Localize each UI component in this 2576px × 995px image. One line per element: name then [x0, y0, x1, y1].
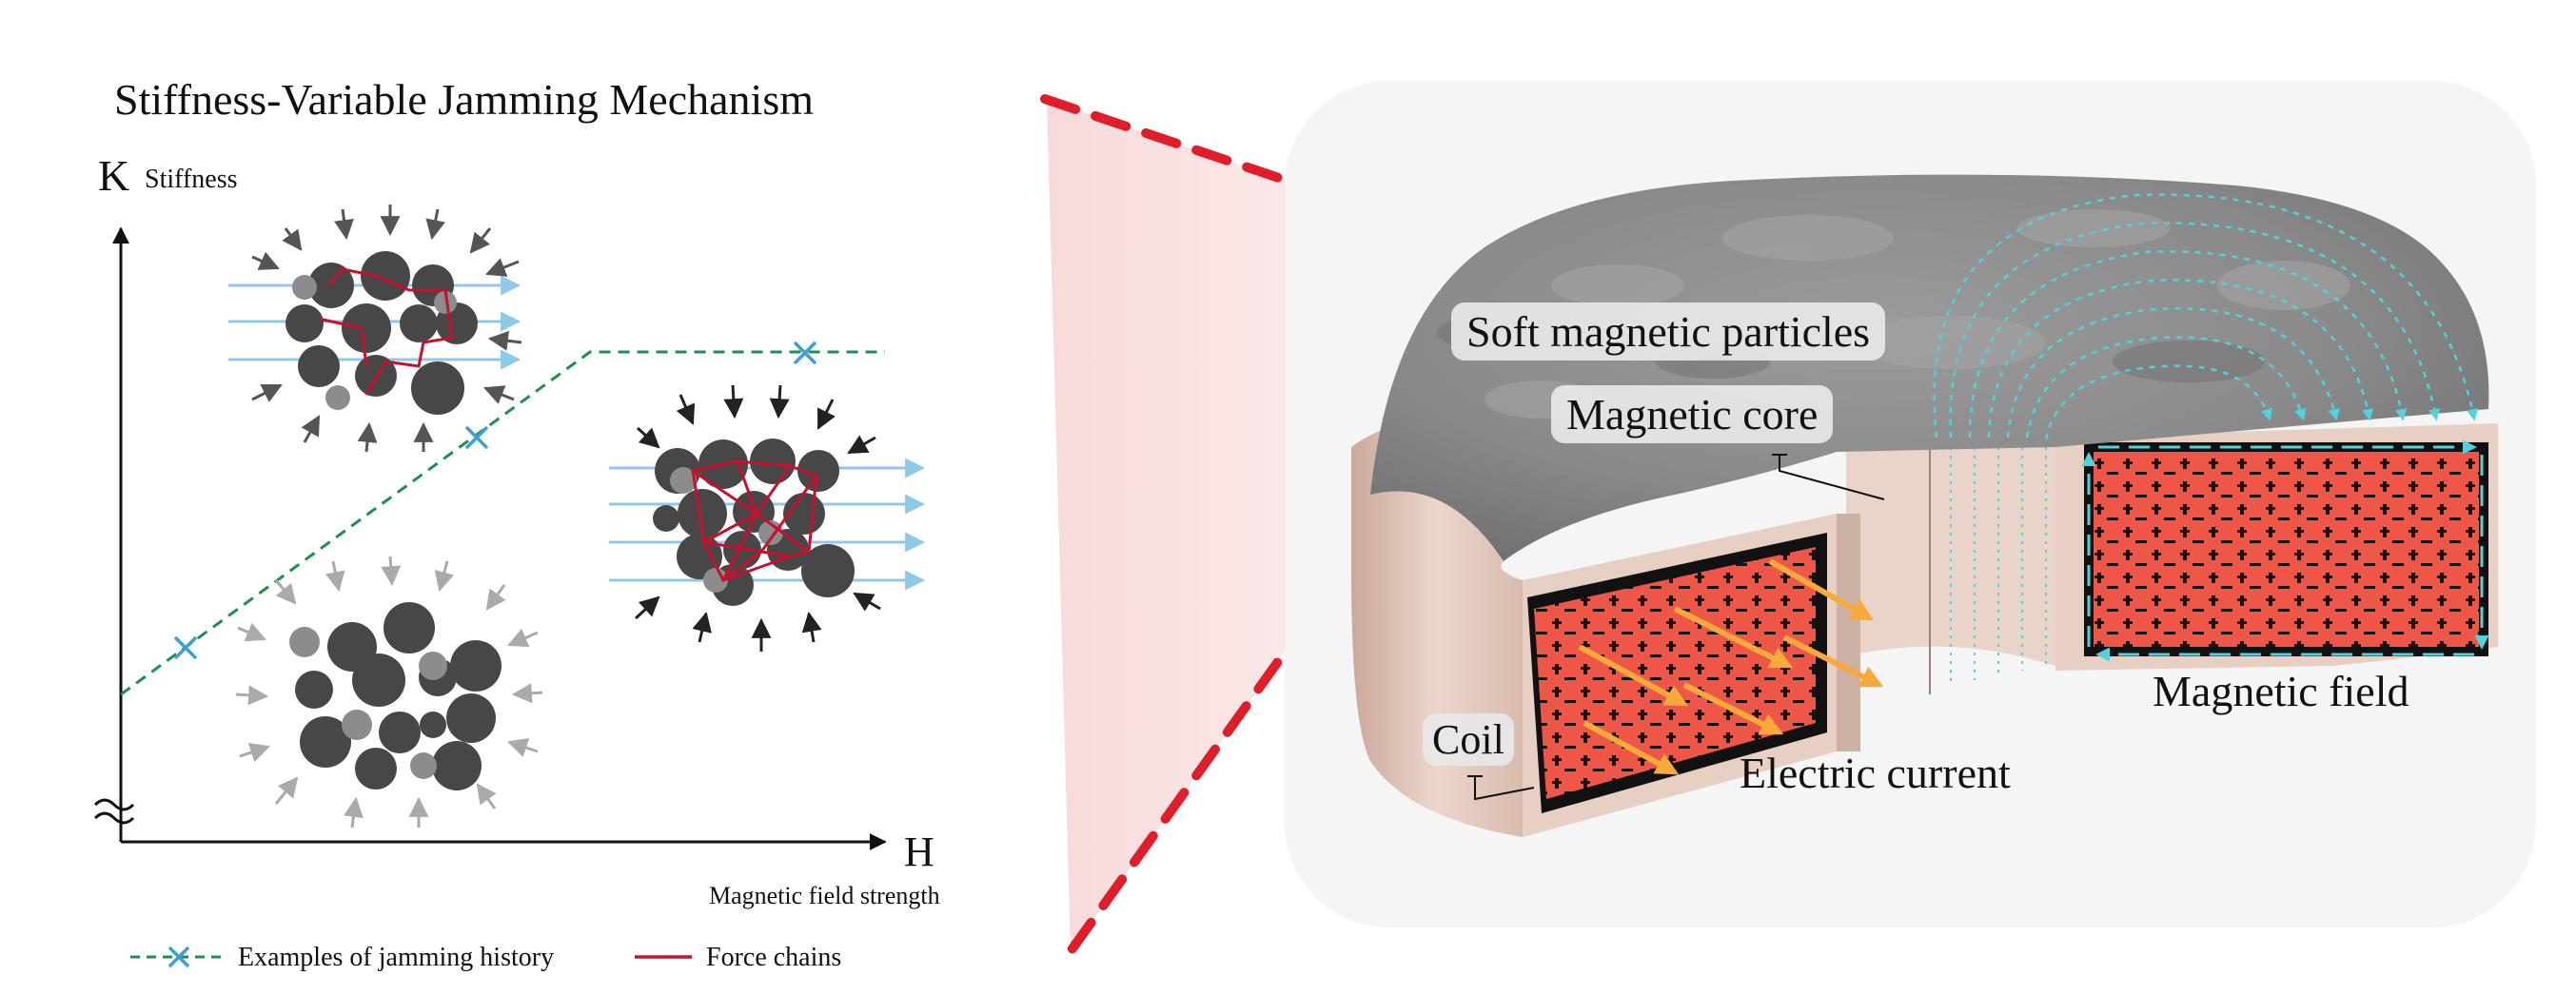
current-arrows [1578, 558, 1884, 775]
legend-force-chain-label: Force chains [706, 943, 841, 972]
cluster-jammed-force-chains [691, 459, 818, 582]
label-magnetic-field: Magnetic field [2153, 667, 2409, 715]
cluster-partial-dark-particles [285, 251, 478, 415]
label-coil: Coil [1423, 713, 1514, 766]
label-magnetic-core: Magnetic core [1551, 385, 1834, 443]
cluster-partial-light-particles [292, 275, 457, 410]
particle-cluster-partial [228, 205, 522, 453]
history-marker-3 [793, 341, 817, 365]
axis-break-icon [93, 798, 135, 825]
magnetic-field-lines [1933, 193, 2479, 440]
y-axis-label: Stiffness [145, 165, 238, 194]
legend-history-marker-icon [167, 946, 190, 968]
label-soft-magnetic-particles: Soft magnetic particles [1451, 302, 1886, 361]
core-leader-line [1779, 455, 1885, 500]
diagram-title: Stiffness-Variable Jamming Mechanism [114, 75, 814, 124]
axes [93, 226, 887, 850]
particle-cluster-loose [235, 556, 543, 829]
cluster-jammed-pressure-arrows [634, 384, 881, 652]
cluster-loose-dark-particles [295, 602, 501, 790]
cluster-partial-force-chains [326, 267, 454, 396]
cluster-partial-pressure-arrows [251, 205, 522, 453]
legend: Examples of jamming history Force chains [130, 943, 841, 972]
coil-leader-line [1474, 776, 1535, 801]
history-markers [173, 341, 817, 660]
label-electric-current: Electric current [1740, 749, 2011, 797]
field-loop-arrows [2081, 439, 2489, 662]
cluster-loose-light-particles [289, 627, 447, 779]
cluster-loose-pressure-arrows [235, 556, 543, 829]
legend-history-label: Examples of jamming history [238, 943, 554, 972]
x-axis-symbol: H [904, 829, 934, 875]
x-axis-label: Magnetic field strength [709, 882, 940, 909]
history-marker-2 [464, 425, 489, 450]
coil-block-right [2094, 452, 2479, 647]
inner-field-dots [1950, 447, 2047, 685]
cluster-jammed-light-particles [670, 467, 783, 593]
particle-cluster-jammed [609, 384, 926, 652]
history-marker-1 [173, 635, 198, 660]
y-axis-symbol: K [98, 151, 129, 200]
